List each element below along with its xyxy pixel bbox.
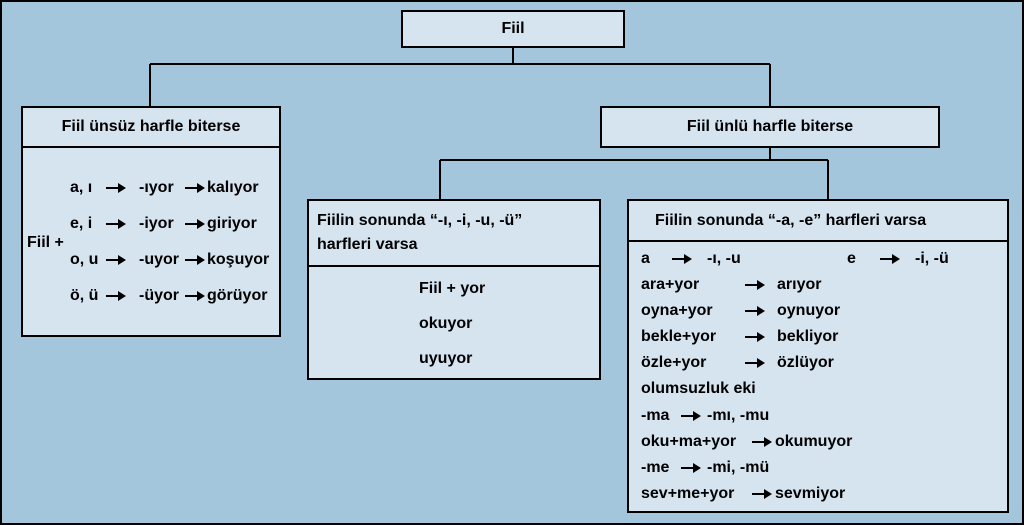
arrow-icon <box>672 254 692 264</box>
rule-suffix: -iyor <box>139 215 174 232</box>
rule-suffix: -uyor <box>139 251 179 268</box>
rule-suffix: -üyor <box>139 287 179 304</box>
example-output: arıyor <box>777 276 822 293</box>
arrow-icon <box>185 291 205 301</box>
consonant-branch-title: Fiil ünsüz harfle biterse <box>61 118 241 135</box>
rule-example: görüyor <box>207 287 268 304</box>
negative-input: sev+me+yor <box>641 485 735 502</box>
rule-example: koşuyor <box>207 251 270 268</box>
high-vowel-line: Fiil + yor <box>419 280 486 297</box>
example-output: özlüyor <box>777 354 834 371</box>
example-input: ara+yor <box>641 276 700 293</box>
rule-a-from: a <box>641 250 650 267</box>
arrow-icon <box>752 489 772 499</box>
rule-a-to: -ı, -u <box>707 250 741 267</box>
arrow-icon <box>752 437 772 447</box>
fiil-prefix: Fiil + <box>27 234 64 251</box>
root-node: Fiil <box>401 10 625 48</box>
arrow-icon <box>185 255 205 265</box>
low-vowel-node: Fiilin sonunda “-a, -e” harfleri varsa a… <box>627 199 1009 513</box>
arrow-icon <box>745 280 765 290</box>
high-vowel-node: Fiilin sonunda “-ı, -i, -u, -ü” harfleri… <box>307 199 601 380</box>
rule-suffix: -ıyor <box>139 179 174 196</box>
rule-e-to: -i, -ü <box>915 250 949 267</box>
rule-vowels: o, u <box>70 251 99 268</box>
rule-vowels: e, i <box>70 215 93 232</box>
example-input: özle+yor <box>641 354 707 371</box>
rule-example: kalıyor <box>207 179 259 196</box>
consonant-branch-node: Fiil ünsüz harfle biterse Fiil + a, ı -ı… <box>21 106 281 337</box>
arrow-icon <box>185 219 205 229</box>
low-vowel-title: Fiilin sonunda “-a, -e” harfleri varsa <box>655 211 927 229</box>
example-input: bekle+yor <box>641 328 717 345</box>
high-vowel-title-line2: harfleri varsa <box>317 236 418 253</box>
arrow-icon <box>745 332 765 342</box>
arrow-icon <box>681 463 701 473</box>
arrow-icon <box>106 291 126 301</box>
negative-output: sevmiyor <box>775 485 846 502</box>
rule-e-from: e <box>847 250 856 267</box>
negative-title: olumsuzluk eki <box>641 380 756 397</box>
arrow-icon <box>681 411 701 421</box>
arrow-icon <box>745 306 765 316</box>
example-output: bekliyor <box>777 328 839 345</box>
arrow-icon <box>880 254 900 264</box>
arrow-icon <box>106 183 126 193</box>
negative-to: -mi, -mü <box>707 459 770 476</box>
negative-output: okumuyor <box>775 433 853 450</box>
arrow-icon <box>745 358 765 368</box>
high-vowel-title-line1: Fiilin sonunda “-ı, -i, -u, -ü” <box>317 212 523 229</box>
negative-to: -mı, -mu <box>707 407 770 424</box>
example-output: oynuyor <box>777 302 841 319</box>
root-label: Fiil <box>501 20 525 37</box>
vowel-branch-title: Fiil ünlü harfle biterse <box>686 118 854 135</box>
negative-from: -ma <box>641 407 670 424</box>
rule-vowels: a, ı <box>70 179 93 196</box>
arrow-icon <box>106 255 126 265</box>
example-input: oyna+yor <box>641 302 713 319</box>
negative-from: -me <box>641 459 670 476</box>
rule-example: giriyor <box>207 215 257 232</box>
high-vowel-line: uyuyor <box>419 350 473 367</box>
negative-input: oku+ma+yor <box>641 433 737 450</box>
rule-vowels: ö, ü <box>70 287 99 304</box>
arrow-icon <box>185 183 205 193</box>
arrow-icon <box>106 219 126 229</box>
high-vowel-line: okuyor <box>419 315 473 332</box>
vowel-branch-node: Fiil ünlü harfle biterse <box>600 106 940 148</box>
